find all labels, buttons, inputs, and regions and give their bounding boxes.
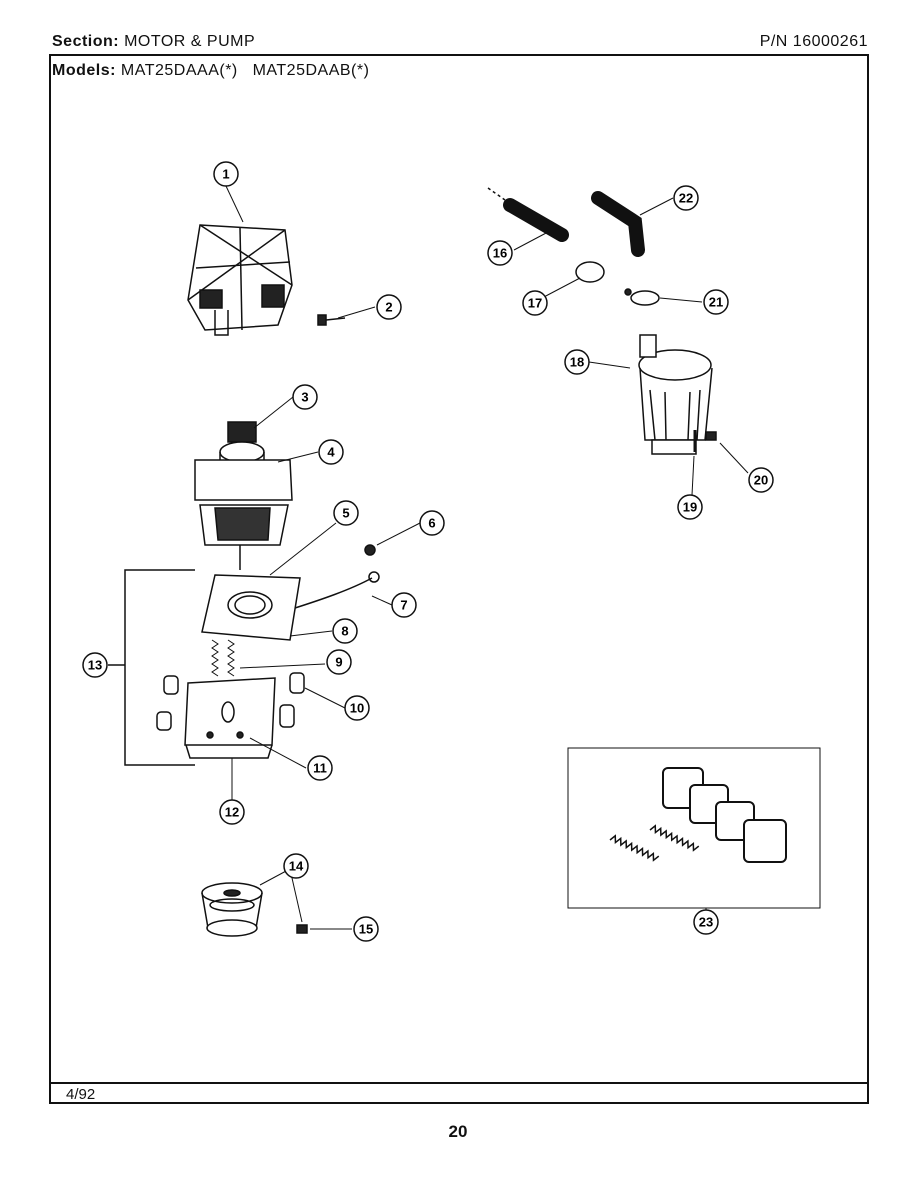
callout-circle-16 [487,240,513,266]
callout-label-2: 2 [385,300,392,315]
models-value: MAT25DAAA(*) MAT25DAAB(*) [120,62,370,79]
diagram-frame [49,54,869,1104]
callout-label-9: 9 [335,655,342,670]
callout-circle-4 [318,439,344,465]
pump-bolt-part [705,431,717,441]
pump-part [638,334,713,455]
callout-circle-23 [693,909,719,935]
callout-label-23: 23 [699,915,713,930]
callout-label-14: 14 [289,859,304,874]
elbow-hose-part [591,191,645,257]
callout-label-5: 5 [342,506,349,521]
callout-label-1: 1 [222,167,229,182]
callout-circle-12 [219,799,245,825]
callout-circle-5 [333,500,359,526]
springs-part [211,639,235,677]
motor-mount-plate-part [201,574,301,641]
pulley-part [201,882,263,937]
callout-label-4: 4 [327,445,335,460]
callout-label-12: 12 [225,805,239,820]
callout-circle-15 [353,916,379,942]
callout-circle-1 [213,161,239,187]
callout-circle-17 [522,290,548,316]
callout-circle-21 [703,289,729,315]
callout-label-18: 18 [570,355,584,370]
callout-circle-6 [419,510,445,536]
callout-label-21: 21 [709,295,723,310]
callout-label-3: 3 [301,390,308,405]
set-screw-part [296,924,308,934]
assembly-bracket [124,569,195,766]
callout-circle-8 [332,618,358,644]
hose-part [487,187,569,242]
callout-label-22: 22 [679,191,693,206]
callout-circle-22 [673,185,699,211]
screw-part [317,314,346,326]
motor-part [194,421,293,570]
callout-label-19: 19 [683,500,697,515]
clamp-part [575,261,605,283]
models-line: Models: MAT25DAAA(*) MAT25DAAB(*) [52,62,369,80]
callout-circle-14 [283,853,309,879]
callout-label-20: 20 [754,473,768,488]
callout-circle-18 [564,349,590,375]
callout-label-16: 16 [493,246,507,261]
callout-circle-11 [307,755,333,781]
ground-wire-part [294,544,380,609]
repair-kit-part [567,747,821,909]
callout-circle-2 [376,294,402,320]
callout-label-15: 15 [359,922,373,937]
leader-lines [225,185,749,930]
models-label: Models: [52,62,116,79]
section-title: Section: MOTOR & PUMP [52,33,255,51]
section-value: MOTOR & PUMP [124,33,256,50]
section-label: Section: [52,33,120,50]
callout-label-17: 17 [528,296,542,311]
motor-cover-part [187,224,293,336]
callout-circle-3 [292,384,318,410]
callout-circle-7 [391,592,417,618]
callout-circle-10 [344,695,370,721]
callout-label-11: 11 [313,761,327,776]
part-number: P/N 16000261 [759,33,868,50]
callout-label-8: 8 [341,624,348,639]
revision-date: 4/92 [66,1086,96,1103]
footer-divider [49,1082,869,1084]
callout-circle-19 [677,494,703,520]
callout-circle-20 [748,467,774,493]
callout-label-13: 13 [88,658,102,673]
callout-circle-13 [82,652,108,678]
callout-circle-9 [326,649,352,675]
callout-label-10: 10 [350,701,364,716]
base-bracket-part [184,677,276,759]
hose-clamp-part [624,288,660,306]
callout-label-7: 7 [400,598,407,613]
callout-label-6: 6 [428,516,435,531]
page-number: 20 [448,1122,468,1141]
grommets-part [156,672,305,731]
